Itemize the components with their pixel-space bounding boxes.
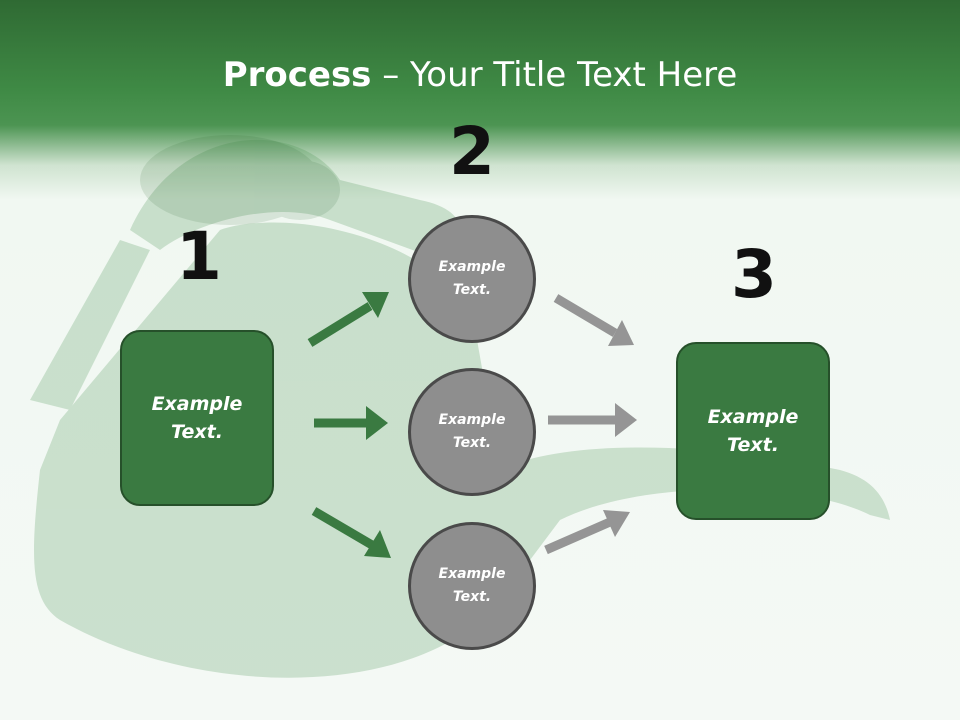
green-arrow-down bbox=[311, 507, 391, 558]
green-arrow-up bbox=[307, 292, 389, 347]
slide-title: Process – Your Title Text Here bbox=[0, 52, 960, 98]
gray-arrow-down bbox=[553, 294, 634, 346]
step-number-2: 2 bbox=[449, 113, 495, 190]
step-1-box: Example Text. bbox=[120, 330, 274, 506]
step-2-circle-bottom: Example Text. bbox=[408, 522, 536, 650]
circle-top-text: Example Text. bbox=[438, 259, 506, 298]
step-1-text: Example Text. bbox=[151, 393, 243, 443]
green-arrow-middle bbox=[314, 406, 388, 440]
gray-arrow-middle bbox=[548, 403, 637, 437]
circle-middle-text: Example Text. bbox=[438, 412, 506, 451]
step-number-3: 3 bbox=[731, 236, 777, 313]
title-rest: – Your Title Text Here bbox=[371, 55, 738, 95]
circle-bottom-text: Example Text. bbox=[438, 566, 506, 605]
step-3-box: Example Text. bbox=[676, 342, 830, 520]
step-2-circle-middle: Example Text. bbox=[408, 368, 536, 496]
step-2-circle-top: Example Text. bbox=[408, 215, 536, 343]
gray-arrow-up bbox=[544, 510, 630, 555]
step-number-1: 1 bbox=[176, 218, 222, 295]
title-bold: Process bbox=[222, 55, 372, 95]
step-3-text: Example Text. bbox=[707, 406, 799, 456]
